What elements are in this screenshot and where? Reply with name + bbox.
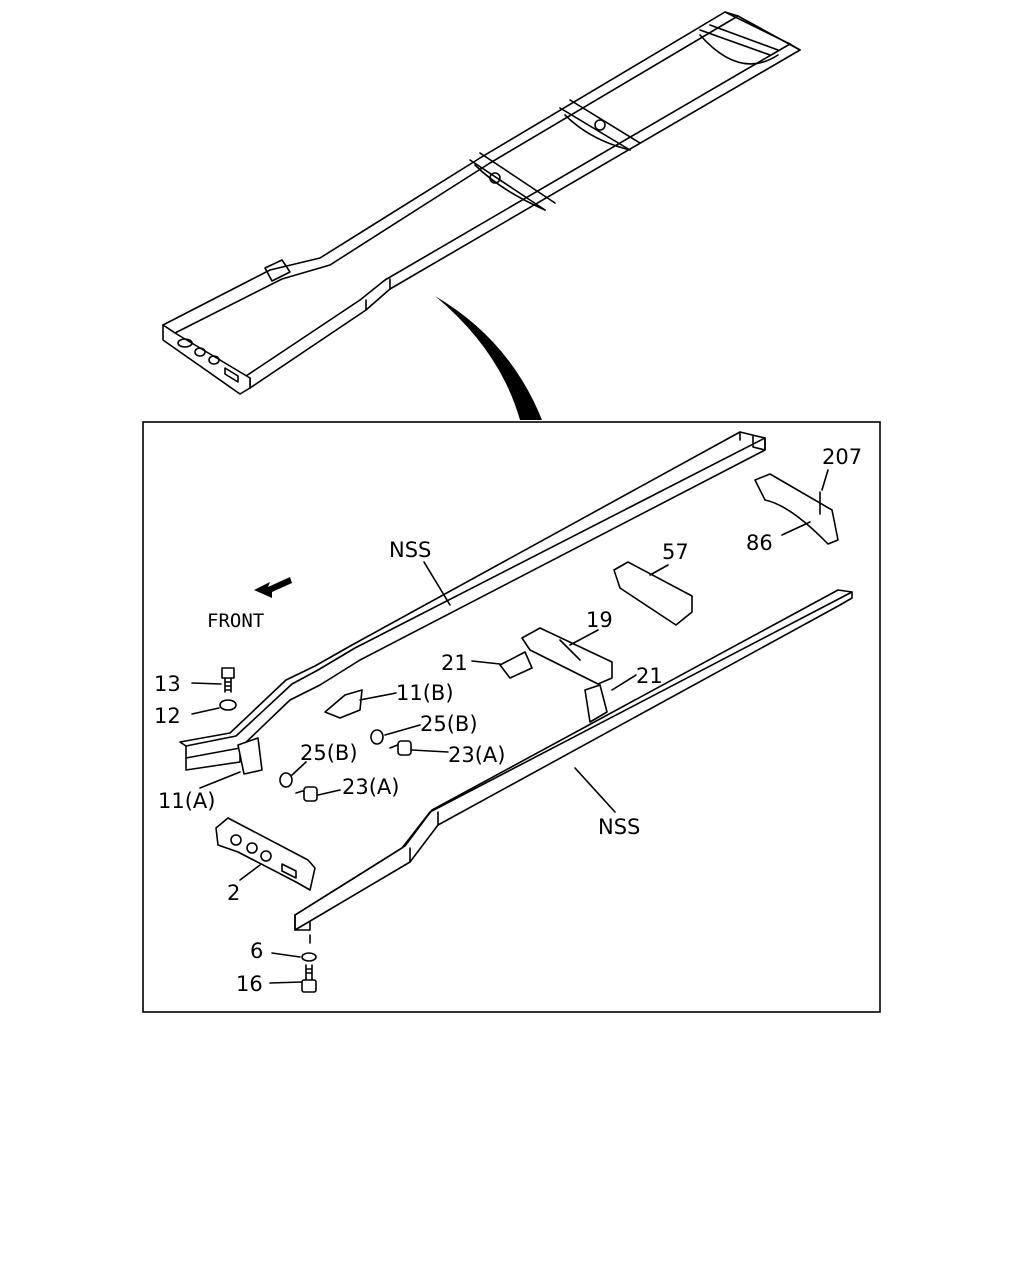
part-12-washer	[219, 699, 237, 711]
front-direction-arrow	[254, 577, 292, 598]
lower-side-rail	[294, 589, 853, 931]
label-nss-upper: NSS	[389, 538, 431, 562]
label-part-23a-upper: 23(A)	[448, 743, 505, 767]
label-part-25b-upper: 25(B)	[420, 712, 478, 736]
label-part-86: 86	[746, 531, 773, 555]
part-57-cross-member	[613, 561, 693, 626]
part-23a-bolt-upper	[389, 740, 412, 756]
part-6-washer	[301, 952, 317, 962]
label-part-21-right: 21	[636, 664, 663, 688]
part-21-right-bracket	[584, 684, 608, 723]
detail-pointer-arrow	[435, 296, 542, 420]
label-front: FRONT	[207, 610, 264, 632]
part-13-bolt	[221, 667, 235, 693]
part-11b-bracket	[324, 689, 363, 719]
part-25b-washer-upper	[370, 729, 384, 745]
label-part-25b-lower: 25(B)	[300, 741, 358, 765]
label-part-13: 13	[154, 672, 181, 696]
label-part-12: 12	[154, 704, 181, 728]
label-part-11b: 11(B)	[396, 681, 454, 705]
label-part-11a: 11(A)	[158, 789, 215, 813]
upper-side-rail	[179, 431, 766, 771]
label-part-23a-lower: 23(A)	[342, 775, 399, 799]
label-part-21-left: 21	[441, 651, 468, 675]
label-part-16: 16	[236, 972, 263, 996]
part-21-left-bracket	[499, 651, 533, 679]
part-19-cross-member	[521, 627, 613, 685]
part-11a-bracket	[237, 737, 263, 775]
part-2-cross-member	[215, 817, 316, 891]
overview-chassis-frame	[162, 11, 801, 395]
label-part-207: 207	[822, 445, 862, 469]
leader-lines	[191, 469, 829, 984]
part-16-bolt	[301, 964, 317, 993]
part-86-bracket	[754, 473, 839, 545]
label-part-19: 19	[586, 608, 613, 632]
part-23a-bolt-lower	[295, 786, 318, 802]
label-part-6: 6	[250, 939, 263, 963]
label-part-2: 2	[227, 881, 240, 905]
detail-box	[142, 421, 881, 1013]
label-part-57: 57	[662, 540, 689, 564]
part-25b-washer-lower	[279, 772, 293, 788]
label-nss-lower: NSS	[598, 815, 640, 839]
